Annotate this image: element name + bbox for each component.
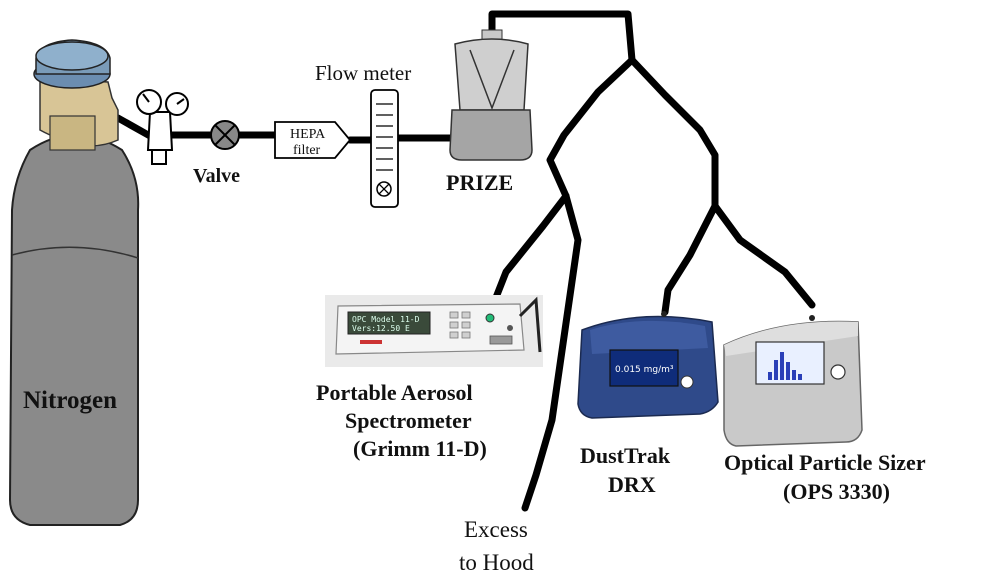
excess-label-line1: Excess bbox=[464, 517, 528, 542]
tube-to-grimm bbox=[491, 192, 570, 304]
flow-meter: Flow meter bbox=[315, 61, 411, 208]
dusttrak-label-line2: DRX bbox=[608, 472, 656, 497]
tube-to-dusttrak bbox=[661, 202, 719, 316]
grimm-label-line2: Spectrometer bbox=[345, 408, 472, 433]
dusttrak-reading: 0.015 mg/m³ bbox=[615, 365, 674, 375]
tube-split-right bbox=[628, 56, 719, 210]
tube-cylinder-to-regulator bbox=[114, 114, 154, 140]
grimm-spectrometer: OPC Model 11-D Vers:12.50 E Portable Aer… bbox=[316, 295, 543, 461]
tube-split-main bbox=[546, 56, 636, 200]
flow-meter-float-icon bbox=[376, 181, 392, 197]
ops-inlet bbox=[809, 315, 815, 321]
prize-chamber: PRIZE bbox=[446, 29, 533, 195]
prize-label: PRIZE bbox=[446, 170, 513, 195]
cylinder-cap bbox=[33, 39, 111, 89]
tube-to-excess bbox=[521, 192, 582, 512]
ops-label-line1: Optical Particle Sizer bbox=[724, 450, 926, 475]
grimm-display-line2: Vers:12.50 E bbox=[352, 324, 410, 333]
tube-to-ops bbox=[711, 202, 816, 309]
grimm-inlet bbox=[485, 313, 495, 323]
hepa-label-line1: HEPA bbox=[290, 127, 326, 142]
gauge-right-icon bbox=[165, 92, 189, 116]
hepa-label-line2: filter bbox=[293, 143, 321, 158]
ops-label-line2: (OPS 3330) bbox=[783, 479, 890, 504]
cylinder-body bbox=[8, 134, 140, 526]
valve-label: Valve bbox=[193, 165, 240, 187]
valve: Valve bbox=[193, 120, 240, 187]
nitrogen-cylinder: Nitrogen bbox=[8, 39, 140, 526]
grimm-display bbox=[347, 311, 431, 335]
grimm-label-line3: (Grimm 11-D) bbox=[353, 436, 487, 461]
pressure-regulator bbox=[136, 89, 189, 165]
excess-label-line2: to Hood bbox=[459, 550, 534, 575]
hepa-filter: HEPA filter bbox=[274, 121, 352, 159]
grimm-display-line1: OPC Model 11-D bbox=[352, 315, 420, 324]
gauge-left-icon bbox=[136, 89, 162, 115]
tubing-network bbox=[114, 10, 816, 512]
dusttrak-inlet bbox=[661, 311, 667, 317]
grimm-keypad bbox=[449, 311, 471, 339]
dusttrak-label-line1: DustTrak bbox=[580, 443, 671, 468]
cylinder-neck bbox=[49, 115, 96, 151]
tube-prize-outlet bbox=[488, 10, 636, 64]
dusttrak-screen bbox=[609, 349, 679, 387]
grimm-label-line1: Portable Aerosol bbox=[316, 380, 473, 405]
flow-meter-label: Flow meter bbox=[315, 61, 411, 85]
ops-3330: Optical Particle Sizer (OPS 3330) bbox=[723, 315, 926, 504]
dusttrak-drx: 0.015 mg/m³ DustTrak DRX bbox=[577, 311, 719, 497]
nitrogen-label: Nitrogen bbox=[23, 387, 117, 414]
flow-meter-scale bbox=[376, 103, 393, 171]
ops-screen-histogram bbox=[768, 352, 802, 380]
cylinder-shoulder-line bbox=[11, 246, 139, 259]
excess-outlet: Excess to Hood bbox=[459, 517, 534, 575]
